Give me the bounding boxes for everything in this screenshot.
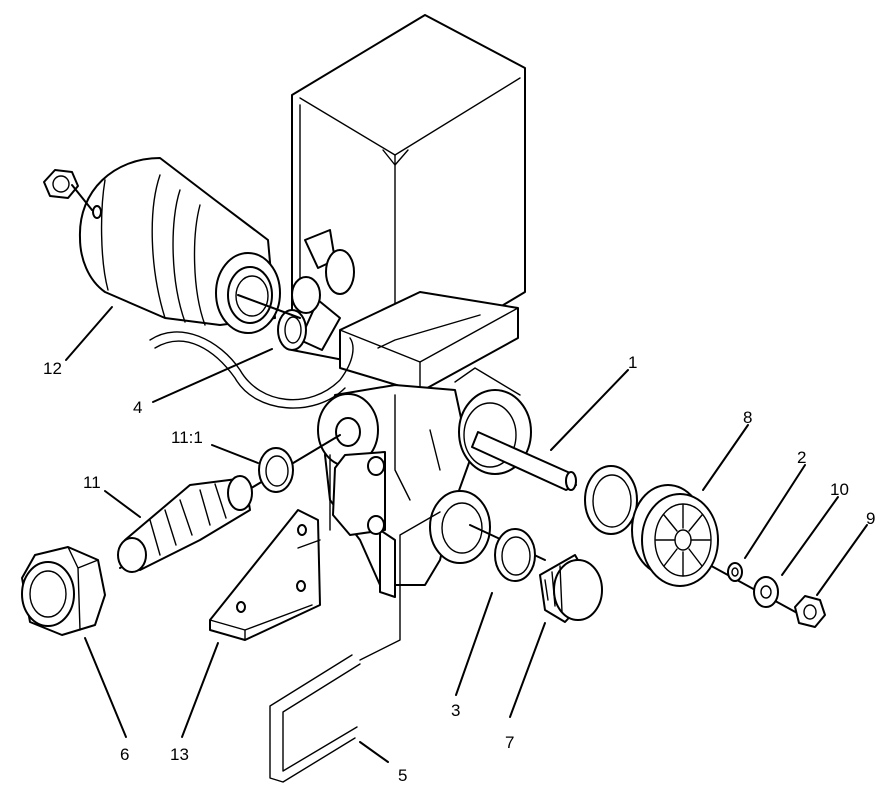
callout-12: 12 <box>43 359 62 378</box>
callout-13: 13 <box>170 745 189 764</box>
part-9-hex-nut <box>794 595 826 628</box>
part-3-o-ring <box>494 528 536 582</box>
callout-8: 8 <box>743 408 752 427</box>
callout-11-1: 11:1 <box>171 428 203 447</box>
callout-3: 3 <box>451 701 460 720</box>
callout-9: 9 <box>866 509 875 528</box>
leader-lines <box>65 306 868 763</box>
part-4-o-ring <box>277 309 307 351</box>
part-11-hose-barb <box>117 475 253 573</box>
part-8-strainer-cap <box>631 484 719 587</box>
callout-labels: 1 8 2 10 9 12 4 11:1 11 6 13 3 7 5 <box>43 353 875 785</box>
part-1-pin <box>471 431 577 491</box>
callout-7: 7 <box>505 733 514 752</box>
callout-2: 2 <box>797 448 806 467</box>
part-12-actuator <box>43 157 281 334</box>
manual-lever <box>291 229 355 351</box>
large-o-ring <box>584 465 638 535</box>
callout-11: 11 <box>83 473 101 492</box>
part-2-washer <box>727 562 743 582</box>
tube-loop <box>149 331 354 409</box>
part-5-wire-pin <box>269 511 441 783</box>
callout-5: 5 <box>398 766 407 785</box>
body-bracket <box>329 451 386 536</box>
part-6-compression-nut <box>21 546 106 636</box>
valve-mounting-plate <box>339 291 519 393</box>
part-7-plug <box>539 554 603 623</box>
callout-6: 6 <box>120 745 129 764</box>
callout-1: 1 <box>628 353 637 372</box>
callout-4: 4 <box>133 398 142 417</box>
part-13-angle-bracket <box>209 509 321 641</box>
part-11-1-o-ring <box>258 447 294 493</box>
part-10-washer <box>753 576 779 608</box>
callout-10: 10 <box>830 480 849 499</box>
